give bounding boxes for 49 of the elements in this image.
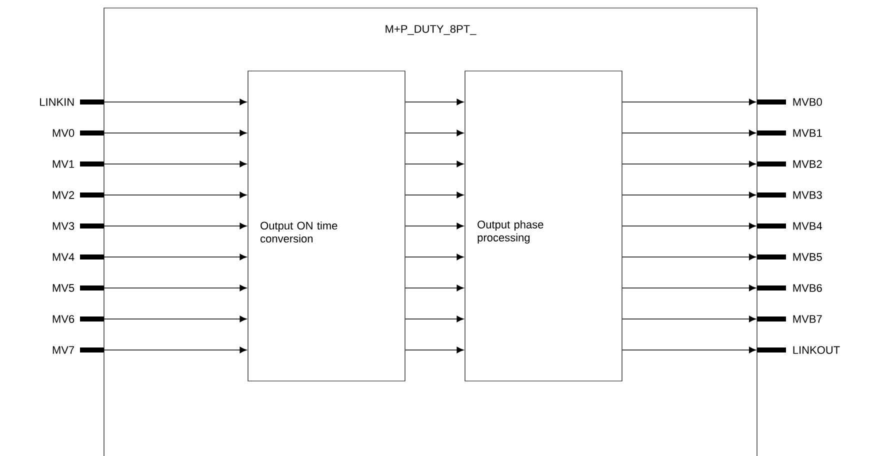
signal-label: MVB6 xyxy=(793,284,822,292)
arrow xyxy=(622,160,756,168)
arrow xyxy=(622,346,756,354)
arrow xyxy=(404,192,464,198)
arrow xyxy=(404,222,464,230)
signal-label: MVB2 xyxy=(793,160,822,168)
signal-label: MVB5 xyxy=(793,253,822,261)
arrow xyxy=(404,130,464,136)
arrow xyxy=(622,316,756,322)
arrow xyxy=(404,284,464,292)
arrow xyxy=(104,98,247,106)
signal-label: MVB4 xyxy=(793,222,822,230)
signal-label: MV0 xyxy=(52,129,74,137)
signal-label: LINKIN xyxy=(40,98,74,106)
arrow xyxy=(622,192,756,198)
arrow xyxy=(622,222,756,230)
arrow xyxy=(404,254,464,260)
signal-label: MV5 xyxy=(52,284,74,292)
signal-label: MV7 xyxy=(52,346,74,354)
node-label: M+P_DUTY_8PT_ xyxy=(386,25,476,35)
arrow xyxy=(104,160,247,168)
signal-label: MV2 xyxy=(52,191,74,199)
arrow xyxy=(404,346,464,354)
arrow xyxy=(104,192,247,198)
arrow xyxy=(104,254,247,260)
signal-label: MV4 xyxy=(52,253,74,261)
signal-label: MVB1 xyxy=(793,129,822,137)
arrow xyxy=(104,284,247,292)
arrow xyxy=(622,130,756,136)
arrow xyxy=(104,130,247,136)
arrow xyxy=(622,284,756,292)
process-box: Output ON time conversion xyxy=(248,70,406,382)
block-frame xyxy=(104,8,758,456)
arrow xyxy=(104,346,247,354)
signal-label: MV1 xyxy=(52,160,74,168)
arrow xyxy=(622,254,756,260)
signal-label: MV6 xyxy=(52,315,74,323)
arrow xyxy=(404,98,464,106)
signal-label: LINKOUT xyxy=(793,346,840,354)
arrow xyxy=(104,222,247,230)
signal-label: MVB3 xyxy=(793,191,822,199)
arrow xyxy=(104,316,247,322)
process-box: Output phase processing xyxy=(464,70,622,382)
signal-label: MV3 xyxy=(52,222,74,230)
signal-label: MVB7 xyxy=(793,315,822,323)
arrow xyxy=(622,98,756,106)
arrow xyxy=(404,160,464,168)
signal-label: MVB0 xyxy=(793,98,822,106)
arrow xyxy=(404,316,464,322)
